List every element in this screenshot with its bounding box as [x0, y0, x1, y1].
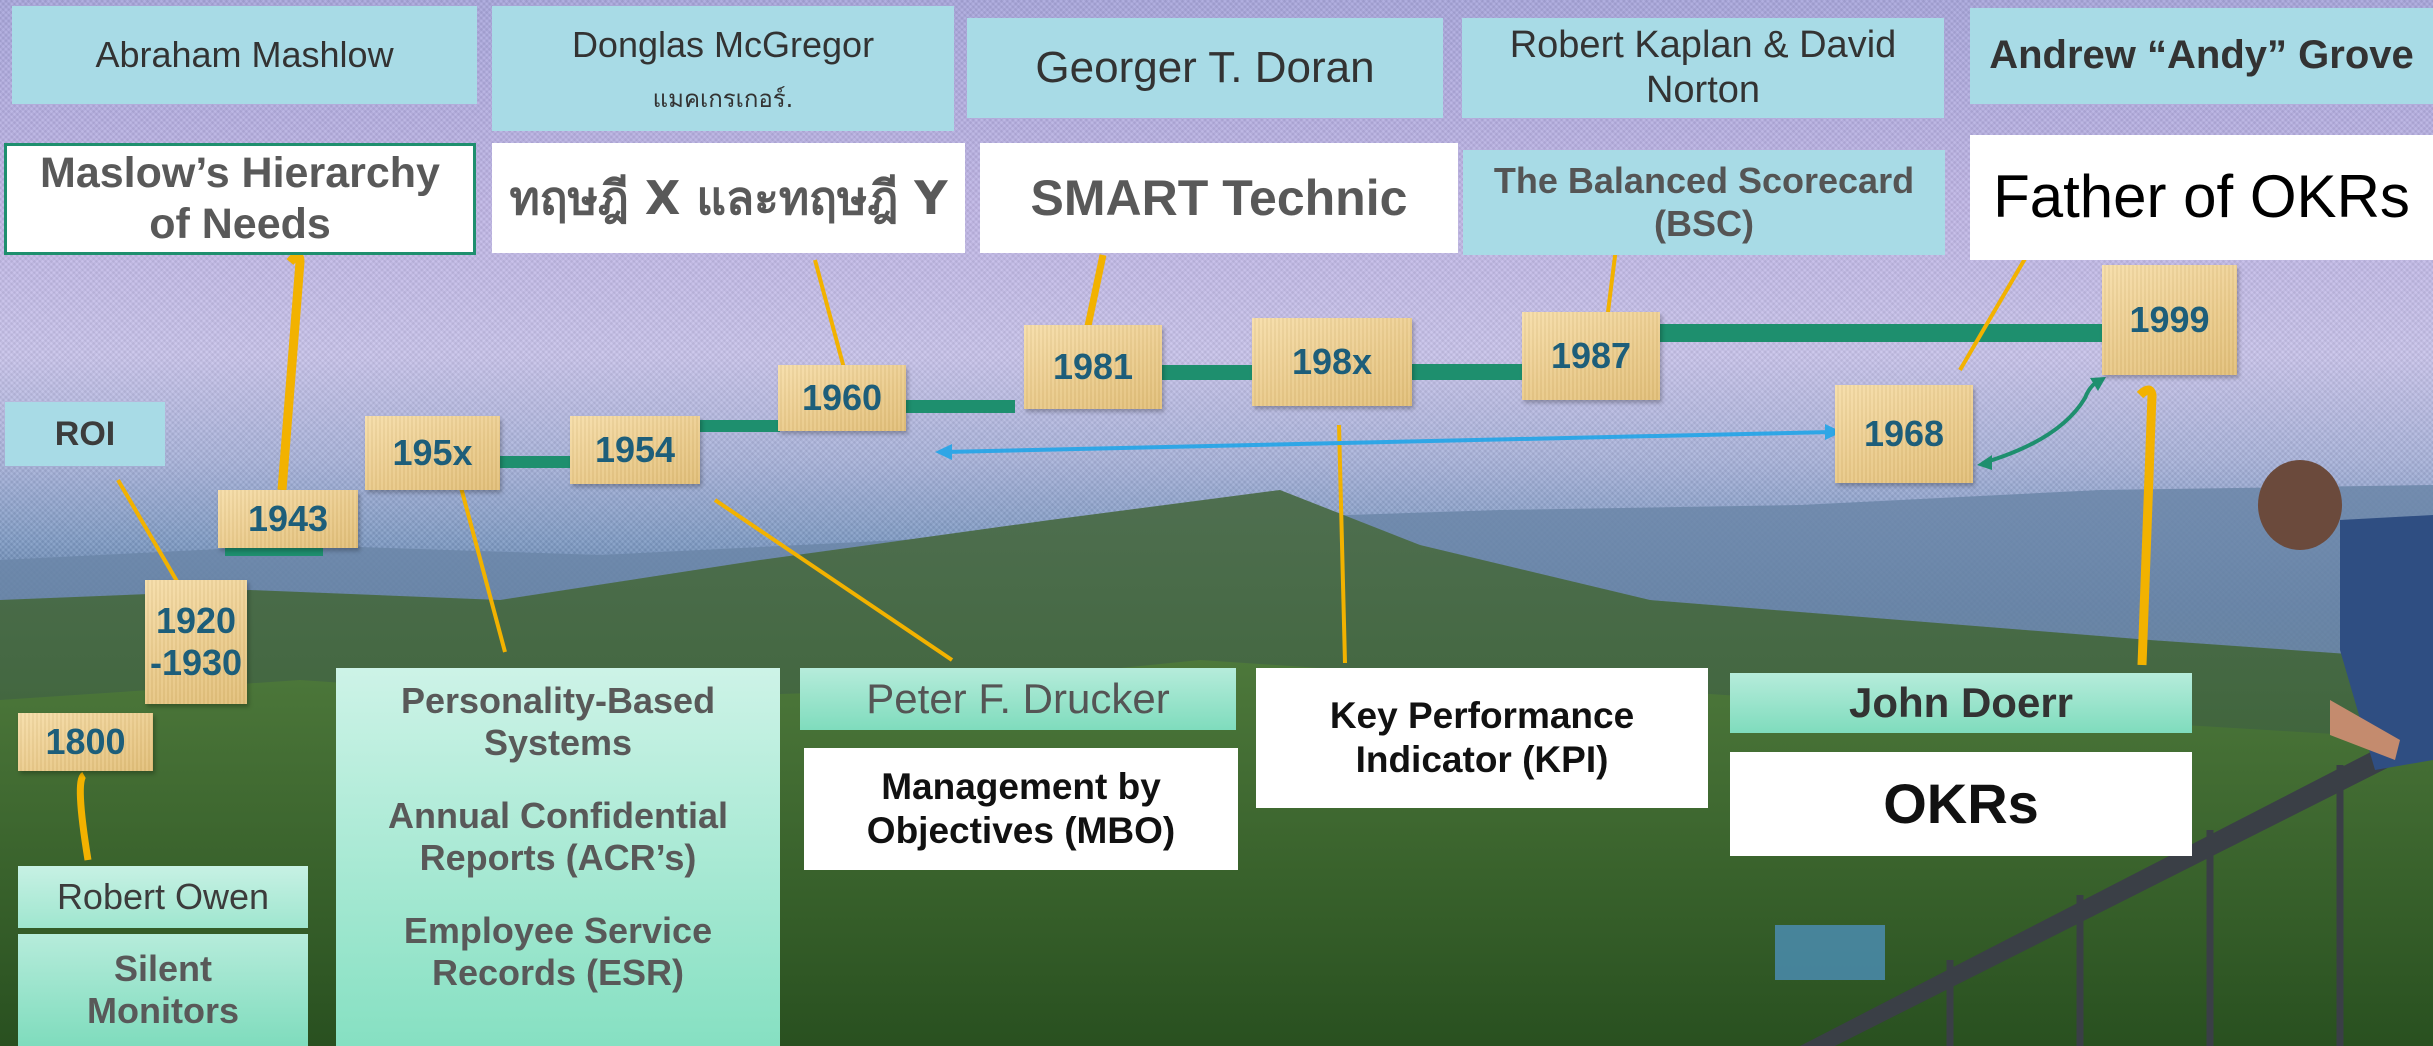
person-grove: Andrew “Andy” Grove: [1970, 8, 2433, 104]
concept-kpi: Key Performance Indicator (KPI): [1256, 668, 1708, 808]
concept-personality: Personality-Based Systems: [400, 680, 716, 764]
person-owen: Robert Owen: [18, 866, 308, 928]
concept-okrs: OKRs: [1730, 752, 2192, 856]
relation-arrows: [935, 377, 2106, 470]
year-1800: 1800: [18, 713, 153, 771]
person-mcgregor-thai: แมคเกรเกอร์.: [652, 84, 794, 113]
person-doran: Georger T. Doran: [967, 18, 1443, 118]
person-mcgregor: Donglas McGregor: [571, 24, 875, 66]
concept-roi: ROI: [5, 402, 165, 466]
timeline-bars: [225, 324, 2105, 556]
connector-lines: [76, 231, 2157, 861]
concept-maslow-hierarchy: Maslow’s Hierarchy of Needs: [4, 143, 476, 255]
year-1943: 1943: [218, 490, 358, 548]
year-1954: 1954: [570, 416, 700, 484]
year-1960: 1960: [778, 365, 906, 431]
concept-smart: SMART Technic: [980, 143, 1458, 253]
year-1981: 1981: [1024, 325, 1162, 409]
person-mcgregor-box: Donglas McGregor แมคเกรเกอร์.: [492, 6, 954, 131]
year-1920-1930: 1920 -1930: [145, 580, 247, 704]
concept-esr: Employee Service Records (ESR): [403, 909, 713, 994]
concept-theory-xy: ทฤษฎี X และทฤษฎี Y: [492, 143, 965, 253]
person-doerr: John Doerr: [1730, 673, 2192, 733]
year-1999: 1999: [2102, 265, 2237, 375]
year-1968: 1968: [1835, 385, 1973, 483]
concept-list-appraisal: Personality-Based Systems Annual Confide…: [336, 668, 780, 1046]
year-1987: 1987: [1522, 312, 1660, 400]
person-kaplan-norton: Robert Kaplan & David Norton: [1462, 18, 1944, 118]
year-195x: 195x: [365, 416, 500, 490]
concept-acr: Annual Confidential Reports (ACR’s): [388, 794, 728, 879]
concept-father-of-okrs: Father of OKRs: [1970, 135, 2433, 260]
concept-silent-monitors: Silent Monitors: [18, 934, 308, 1046]
concept-mbo: Management by Objectives (MBO): [804, 748, 1238, 870]
concept-bsc: The Balanced Scorecard (BSC): [1463, 150, 1945, 255]
person-drucker: Peter F. Drucker: [800, 668, 1236, 730]
person-maslow: Abraham Mashlow: [12, 6, 477, 104]
year-198x: 198x: [1252, 318, 1412, 406]
